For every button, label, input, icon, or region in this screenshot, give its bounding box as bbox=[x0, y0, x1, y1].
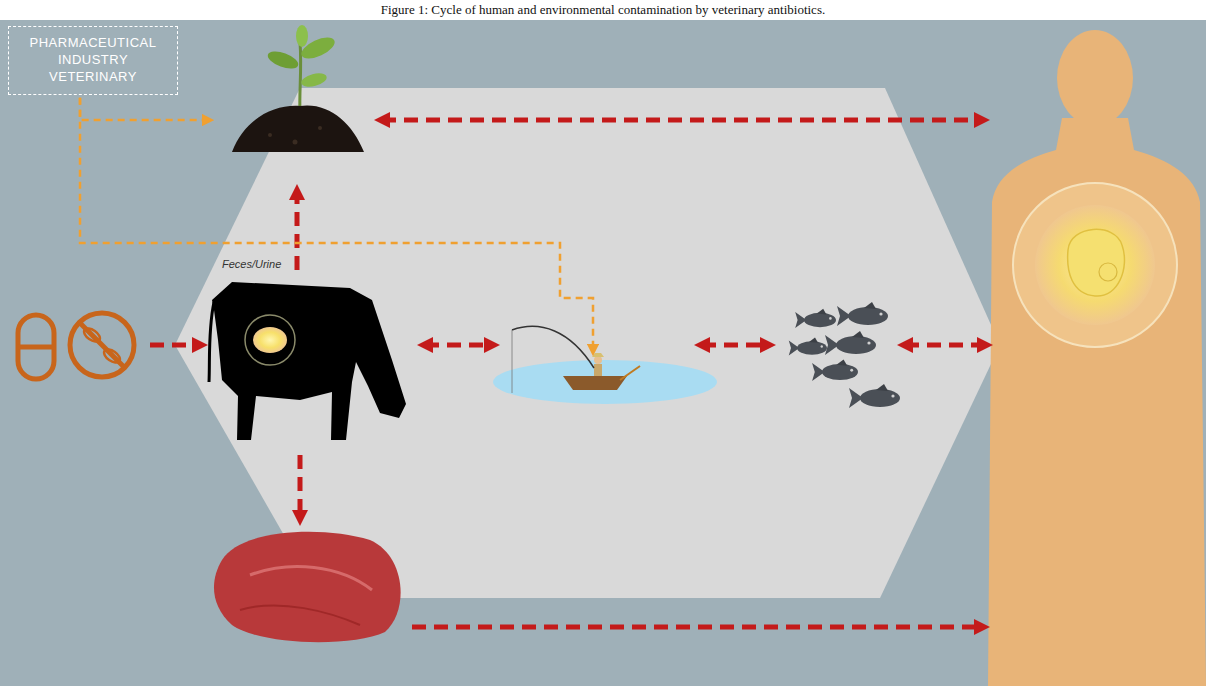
fish-school-part bbox=[849, 384, 900, 408]
human-figure-part bbox=[988, 118, 1206, 686]
flow-arrows-part bbox=[905, 343, 985, 348]
lake-fisherman-part bbox=[594, 356, 602, 364]
flow-arrows-part bbox=[295, 192, 300, 270]
plant-soil-part bbox=[318, 126, 322, 130]
cow-part bbox=[253, 327, 287, 353]
fish-school-part bbox=[825, 331, 876, 355]
supply-arrow bbox=[80, 98, 208, 120]
fish-school-part bbox=[795, 309, 836, 328]
meat-part bbox=[240, 605, 360, 625]
flow-label: Feces/Urine bbox=[222, 258, 281, 270]
plant-soil-part bbox=[293, 140, 298, 145]
lake-fisherman-part bbox=[493, 360, 717, 404]
antibiotic-icon-part bbox=[102, 347, 122, 366]
flow-arrows-part bbox=[150, 343, 200, 348]
human-figure-part bbox=[1035, 205, 1155, 325]
antibiotic-icon-part bbox=[82, 326, 102, 345]
meat-part bbox=[250, 567, 372, 590]
flow-arrows-part bbox=[702, 343, 768, 348]
supply-arrow bbox=[80, 98, 593, 350]
lake-fisherman-part bbox=[563, 376, 627, 390]
flow-arrows bbox=[150, 120, 985, 627]
figure-caption: Figure 1: Cycle of human and environment… bbox=[0, 2, 1206, 18]
plant-soil-part bbox=[268, 133, 272, 137]
lake-fisherman-part bbox=[512, 326, 594, 368]
lake-fisherman-part bbox=[512, 330, 513, 393]
fish-school-part bbox=[789, 338, 827, 356]
human-figure-part bbox=[1013, 183, 1177, 347]
plant-soil-part bbox=[232, 105, 364, 152]
background bbox=[0, 20, 1206, 686]
cow-part bbox=[212, 282, 406, 440]
meat-part bbox=[214, 532, 401, 642]
hexagon-ground bbox=[175, 88, 1000, 598]
plant-soil bbox=[232, 25, 364, 152]
fish-school-part bbox=[812, 359, 858, 381]
flow-arrows-part bbox=[412, 625, 982, 630]
flow-arrows-part bbox=[382, 118, 982, 123]
flow-arrows-part bbox=[425, 343, 492, 348]
flow-arrows-part bbox=[298, 455, 303, 518]
cow bbox=[209, 282, 406, 440]
human-figure-part bbox=[1068, 229, 1125, 296]
cow-part bbox=[209, 302, 214, 382]
lake-fisherman-part bbox=[620, 366, 640, 380]
fish-school-part bbox=[837, 302, 888, 326]
lake-fisherman bbox=[493, 326, 717, 404]
human-figure bbox=[988, 30, 1206, 686]
human-figure-part bbox=[1057, 30, 1133, 126]
human-figure-part bbox=[1099, 263, 1117, 281]
meat bbox=[214, 532, 401, 642]
antibiotic-icon-part bbox=[18, 345, 54, 350]
plant-soil-part bbox=[296, 25, 308, 47]
plant-soil-part bbox=[266, 48, 301, 72]
fish-school bbox=[789, 302, 900, 408]
antibiotic-icon bbox=[18, 313, 134, 379]
cow-part bbox=[245, 315, 295, 365]
lake-fisherman-part bbox=[594, 364, 602, 376]
antibiotic-icon-part bbox=[18, 315, 54, 379]
source-box: PHARMACEUTICAL INDUSTRY VETERINARY bbox=[8, 26, 178, 95]
antibiotic-icon-part bbox=[70, 313, 134, 377]
lake-fisherman-part bbox=[592, 353, 604, 357]
plant-soil-part bbox=[300, 71, 328, 89]
box-label: PHARMACEUTICAL INDUSTRY VETERINARY bbox=[19, 35, 167, 86]
antibiotic-icon-part bbox=[80, 323, 124, 367]
